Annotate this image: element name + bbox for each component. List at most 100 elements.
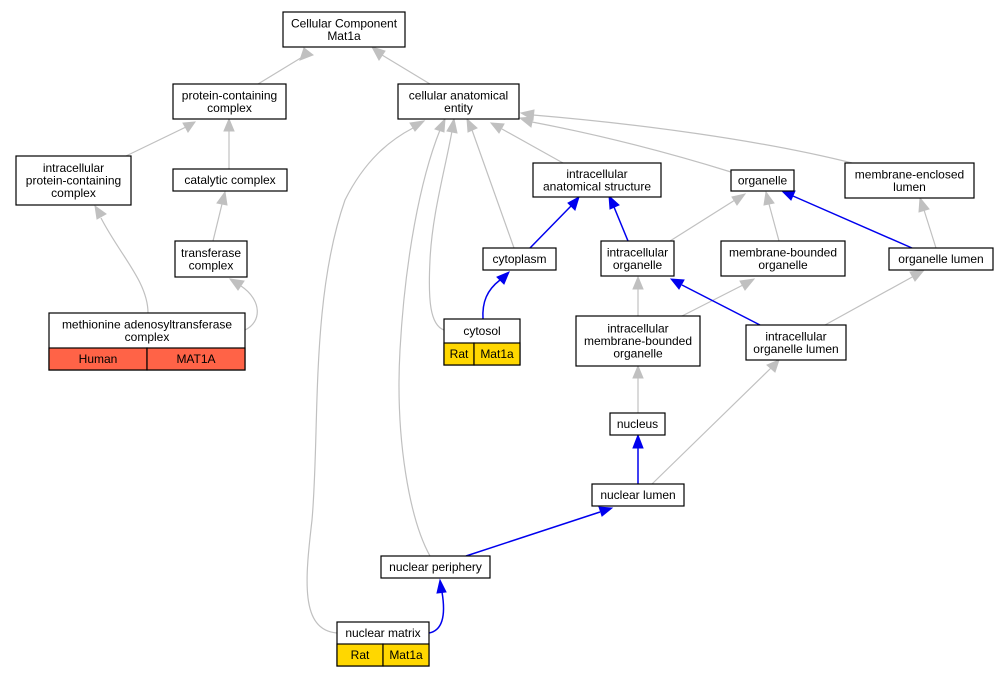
edge-membrane-bounded-to-organelle-line (768, 203, 780, 242)
edge-membrane-bounded-intracellular-to-intracellular-organelle (632, 275, 644, 316)
edge-nuclear-matrix-to-anatomical-entity (306, 120, 426, 634)
node-catalytic-complex[interactable]: catalytic complex (172, 168, 288, 192)
node-membrane-bounded-organelle-box (720, 240, 846, 277)
edge-organelle-lumen-to-organelle-arrowhead (780, 190, 796, 201)
node-intracellular-membrane-bounded-organelle-box (575, 315, 701, 367)
edge-nuclear-lumen-to-intracellular-lumen-arrowhead (766, 359, 780, 373)
edge-nuclear-lumen-to-nucleus (632, 433, 644, 484)
node-catalytic-complex-box (172, 168, 288, 192)
node-cytoplasm[interactable]: cytoplasm (482, 247, 557, 271)
edge-intracellular-structure-to-anatomical-entity (489, 122, 564, 164)
edge-nuclear-periphery-to-nuclear-lumen-line (465, 511, 601, 557)
edge-intracellular-organelle-to-structure (608, 194, 629, 242)
edge-nuclear-periphery-to-nuclear-lumen (465, 506, 614, 557)
node-nuclear-lumen[interactable]: nuclear lumen (591, 483, 685, 507)
node-methionine-adenosyltransferase-complex-label-line: complex (125, 330, 170, 344)
node-nucleus-box (609, 412, 666, 436)
node-cytosol-species-label: Rat (450, 347, 469, 361)
node-organelle-label-line: organelle (738, 174, 788, 188)
node-nucleus-label-line: nucleus (617, 417, 658, 431)
node-intracellular-organelle-label-line: organelle (613, 258, 663, 272)
node-intracellular-organelle-lumen-label-line: intracellular (765, 329, 826, 343)
node-methionine-adenosyltransferase-complex[interactable]: methionine adenosyltransferasecomplexHum… (48, 312, 246, 371)
node-cellular-anatomical-entity-label-line: cellular anatomical (409, 88, 508, 102)
node-intracellular-protein-containing-complex-label-line: intracellular (43, 161, 104, 175)
edge-cytosol-to-cytoplasm (482, 271, 510, 320)
edge-transferase-to-catalytic-arrowhead (216, 190, 228, 206)
node-organelle-lumen[interactable]: organelle lumen (888, 247, 994, 271)
node-intracellular-membrane-bounded-organelle-label-line: organelle (613, 347, 663, 361)
node-cytoplasm-label-line: cytoplasm (492, 252, 546, 266)
node-cytoplasm-box (482, 247, 557, 271)
node-protein-containing-complex-box (172, 83, 287, 120)
edge-intracellular-lumen-to-organelle-lumen-line (824, 275, 915, 326)
edge-organelle-lumen-to-membrane-enclosed-lumen-line (923, 209, 937, 249)
edge-cytoplasm-to-intracellular-structure (529, 195, 580, 249)
edge-nuclear-matrix-to-anatomical-entity-line (306, 127, 414, 634)
edge-membrane-bounded-intracellular-to-intracellular-organelle-arrowhead (632, 275, 644, 290)
edge-intracellular-lumen-to-intracellular-organelle-line (681, 284, 761, 326)
node-intracellular-protein-containing-complex-label-line: complex (51, 186, 96, 200)
node-organelle-box (730, 169, 795, 192)
edge-mat-complex-to-intracellular-complex-line (100, 217, 149, 314)
edge-organelle-lumen-to-membrane-enclosed-lumen-arrowhead (918, 196, 930, 213)
node-protein-containing-complex-label-line: protein-containing (182, 88, 277, 102)
node-intracellular-membrane-bounded-organelle-label-line: membrane-bounded (584, 334, 692, 348)
edge-intracellular-lumen-to-intracellular-organelle (669, 278, 761, 326)
edge-cytoplasm-to-intracellular-structure-arrowhead (567, 195, 580, 211)
node-methionine-adenosyltransferase-complex-cell-gene (146, 347, 246, 371)
edge-intracellular-structure-to-anatomical-entity-arrowhead (489, 122, 505, 134)
node-intracellular-anatomical-structure-box (532, 162, 662, 198)
node-transferase-complex-box (174, 240, 248, 278)
node-cytosol-cell-gene (473, 342, 521, 366)
node-methionine-adenosyltransferase-complex-label-line: methionine adenosyltransferase (62, 317, 232, 331)
edge-cytoplasm-to-anatomical-entity (466, 117, 515, 249)
node-nuclear-periphery-label-line: nuclear periphery (389, 560, 482, 574)
node-intracellular-membrane-bounded-organelle-label-line: intracellular (607, 322, 668, 336)
edge-protein-complex-to-root (257, 47, 315, 85)
node-root-box (282, 11, 406, 48)
edge-transferase-to-catalytic-line (212, 203, 223, 242)
node-membrane-bounded-organelle-label-line: membrane-bounded (729, 245, 837, 259)
node-methionine-adenosyltransferase-complex-gene-label: MAT1A (176, 352, 215, 366)
node-nuclear-periphery[interactable]: nuclear periphery (380, 555, 491, 579)
edge-cytosol-to-cytoplasm-arrowhead (496, 271, 510, 285)
edge-nuclear-lumen-to-intracellular-lumen-line (651, 367, 772, 485)
node-nucleus[interactable]: nucleus (609, 412, 666, 436)
node-cellular-anatomical-entity-box (397, 83, 520, 120)
edge-membrane-bounded-intracellular-to-membrane-bounded (681, 278, 756, 317)
edge-organelle-to-anatomical-entity-arrowhead (518, 116, 534, 128)
edge-anatomical-entity-to-root-arrowhead (370, 46, 386, 61)
edge-nuclear-matrix-to-nuclear-periphery-line (428, 591, 445, 634)
edge-intracellular-lumen-to-organelle-lumen (824, 269, 926, 326)
edge-cytoplasm-to-anatomical-entity-arrowhead (466, 117, 478, 133)
edge-nuclear-lumen-to-nucleus-arrowhead (632, 433, 644, 449)
node-organelle[interactable]: organelle (730, 169, 795, 192)
edge-nuclear-periphery-to-nuclear-lumen-arrowhead (598, 506, 614, 517)
node-intracellular-organelle-label-line: intracellular (607, 245, 668, 259)
node-intracellular-organelle-box (600, 240, 675, 277)
edge-intracellular-organelle-to-organelle-line (669, 199, 736, 242)
node-membrane-enclosed-lumen-box (844, 162, 975, 199)
node-organelle-lumen-label-line: organelle lumen (898, 252, 983, 266)
edge-intracellular-complex-to-protein-complex-arrowhead (182, 121, 197, 133)
edge-protein-complex-to-root-arrowhead (299, 47, 315, 61)
edge-membrane-bounded-to-organelle-arrowhead (763, 190, 775, 206)
edge-intracellular-complex-to-protein-complex-line (125, 126, 187, 157)
edge-membrane-enclosed-lumen-to-anatomical-entity-line (532, 114, 853, 164)
node-organelle-lumen-box (888, 247, 994, 271)
